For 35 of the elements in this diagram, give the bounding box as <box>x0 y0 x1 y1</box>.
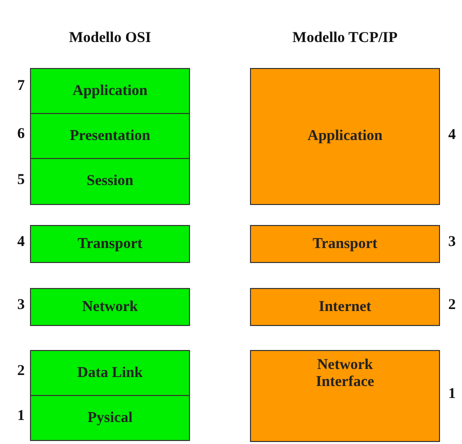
layer-number: 6 <box>16 126 26 143</box>
layer-box <box>30 113 190 159</box>
layer-number: 3 <box>447 234 457 251</box>
layer-label: Internet <box>318 298 372 316</box>
layer-label: Pysical <box>88 410 132 426</box>
layer-box <box>30 350 190 396</box>
layer-number: 5 <box>16 172 26 188</box>
layer-box <box>30 225 190 263</box>
layer-number: 1 <box>447 386 457 403</box>
layer-label: Data Link <box>77 364 143 382</box>
layer-box <box>30 395 190 441</box>
layer-number: 4 <box>16 234 26 251</box>
layer-box <box>250 68 440 205</box>
layer-number: 3 <box>16 297 26 314</box>
layer-number: 1 <box>16 408 26 425</box>
layer-label: Transport <box>312 236 378 252</box>
layer-box <box>250 225 440 263</box>
layer-box <box>250 288 440 326</box>
layer-number: 2 <box>16 363 26 380</box>
layer-label: Application <box>72 82 148 100</box>
layer-label: Network Interface <box>314 357 376 391</box>
layer-box <box>30 68 190 114</box>
layer-number: 4 <box>447 126 457 144</box>
layer-box <box>250 350 440 442</box>
layer-label: Presentation <box>70 128 150 144</box>
layer-label: Network <box>82 298 138 316</box>
layer-number: 7 <box>16 78 26 95</box>
layer-label: Application <box>307 128 382 145</box>
column-heading: Modello OSI <box>68 30 152 47</box>
layer-label: Transport <box>78 236 142 252</box>
layer-box <box>30 288 190 326</box>
layer-label: Session <box>86 173 134 190</box>
column-heading: Modello TCP/IP <box>291 30 399 47</box>
layer-box <box>30 158 190 205</box>
layer-number: 2 <box>447 297 457 314</box>
